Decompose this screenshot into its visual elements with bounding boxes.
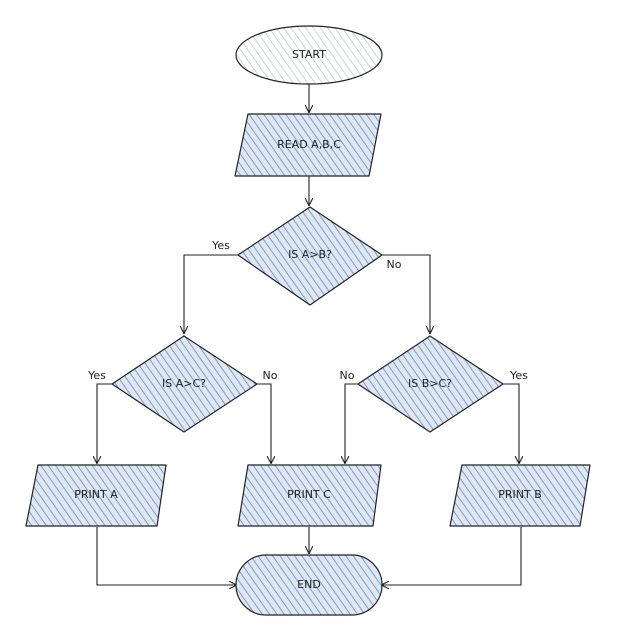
edge-ac-no [257, 383, 271, 463]
end-label: END [297, 578, 321, 591]
edge-ac-yes [97, 383, 112, 463]
decision-a-gt-c-label: IS A>C? [162, 377, 206, 390]
start-terminator [235, 25, 383, 85]
decision-a-gt-b-label: IS A>B? [288, 248, 332, 261]
read-input-label: READ A,B,C [277, 138, 341, 151]
end-terminator [235, 554, 383, 616]
edge-label-bc-yes: Yes [509, 369, 528, 382]
read-input-node [234, 113, 382, 177]
print-c-label: PRINT C [287, 488, 331, 501]
decision-a-gt-b [237, 206, 383, 306]
start-label: START [292, 48, 326, 61]
print-b-label: PRINT B [498, 488, 542, 501]
print-a-label: PRINT A [74, 488, 118, 501]
print-b-node [449, 464, 591, 527]
edge-label-ac-yes: Yes [87, 369, 106, 382]
edge-print-a-to-end [96, 527, 236, 585]
edge-bc-yes [503, 383, 519, 463]
edge-bc-no [345, 383, 358, 463]
edge-label-bc-no: No [340, 369, 355, 382]
decision-b-gt-c [357, 335, 504, 433]
print-c-node [237, 464, 382, 527]
edge-ab-no [382, 254, 430, 333]
decision-b-gt-c-label: IS B>C? [408, 377, 452, 390]
edge-print-b-to-end [382, 527, 522, 585]
edge-label-ab-yes: Yes [211, 239, 230, 252]
edge-label-ac-no: No [263, 369, 278, 382]
edge-label-ab-no: No [387, 258, 402, 271]
decision-a-gt-c [111, 335, 258, 433]
edge-ab-yes [184, 254, 238, 333]
print-a-node [25, 464, 167, 527]
